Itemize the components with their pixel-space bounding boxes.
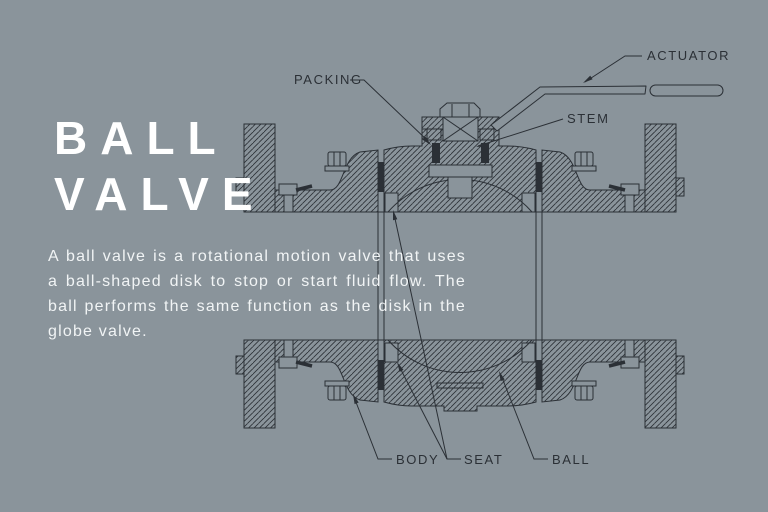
flange-stud-bolts bbox=[278, 183, 640, 369]
gland-lug bbox=[479, 128, 495, 141]
seat-right-bottom bbox=[521, 342, 536, 363]
packing-arrow bbox=[422, 136, 431, 145]
stem-collar bbox=[428, 164, 493, 178]
right-flange-hub-tab bbox=[675, 177, 685, 197]
stem-assembly bbox=[421, 102, 500, 199]
stem-label: STEM bbox=[567, 111, 610, 126]
title-line-1: BALL bbox=[54, 112, 229, 164]
joint-bolt bbox=[324, 380, 350, 401]
body-bottom-half bbox=[383, 339, 537, 412]
seat-arrow-bottom bbox=[397, 362, 404, 372]
joint-bolt bbox=[324, 151, 350, 172]
right-flange-hub-tab bbox=[675, 355, 685, 375]
left-flange-hub-tab bbox=[235, 355, 245, 375]
right-flange bbox=[644, 123, 677, 213]
seat-right-top bbox=[521, 192, 536, 213]
left-flange bbox=[243, 123, 276, 213]
seat-label: SEAT bbox=[464, 452, 503, 467]
pipe-flanges bbox=[235, 123, 685, 429]
actuator-leader-line bbox=[584, 55, 642, 83]
right-flange bbox=[644, 339, 677, 429]
stem-lower-stub bbox=[447, 176, 473, 199]
stem-top-nut bbox=[439, 102, 481, 118]
bolt-shank bbox=[283, 194, 294, 213]
gland-lug bbox=[426, 128, 442, 141]
seat-left-bottom bbox=[384, 342, 399, 363]
title-line-2: VALVE bbox=[54, 168, 266, 220]
ball-leader-line bbox=[500, 374, 548, 460]
seat-leader-line-bottom bbox=[398, 365, 448, 460]
left-flange bbox=[243, 339, 276, 429]
stem-arrow bbox=[476, 141, 487, 147]
actuator-label: ACTUATOR bbox=[647, 48, 730, 63]
body-label: BODY bbox=[396, 452, 439, 467]
seat-arrow-top bbox=[393, 210, 398, 221]
body-joint-bolts bbox=[324, 151, 597, 401]
handle-lever bbox=[490, 84, 724, 132]
valve-end-caps bbox=[274, 149, 646, 403]
packing-seal-left bbox=[432, 143, 440, 163]
body-arrow bbox=[353, 394, 359, 405]
ball-bottom-arc bbox=[387, 339, 533, 374]
ball-label: BALL bbox=[552, 452, 590, 467]
bolt-shank bbox=[624, 339, 635, 358]
body-gaskets bbox=[378, 162, 542, 390]
ball-trunnion bbox=[436, 382, 484, 389]
packing-label: PACKING bbox=[294, 72, 363, 87]
bolt-shank bbox=[624, 194, 635, 213]
description-text: A ball valve is a rotational motion valv… bbox=[48, 248, 466, 340]
weld-marks bbox=[295, 184, 626, 368]
joint-bolt bbox=[571, 151, 597, 172]
valve-seats bbox=[384, 192, 536, 363]
bore-lines bbox=[244, 211, 676, 341]
actuator-arrow bbox=[583, 75, 593, 83]
page-title: BALL VALVE bbox=[54, 110, 266, 222]
packing-leader-line bbox=[350, 79, 429, 142]
stem-leader-line bbox=[477, 118, 564, 147]
ball-arrow bbox=[499, 371, 505, 382]
gland-nut bbox=[442, 116, 479, 142]
callout-labels: PACKING ACTUATOR STEM BODY SEAT BALL bbox=[294, 48, 730, 467]
joint-bolt bbox=[571, 380, 597, 401]
leader-lines bbox=[350, 55, 642, 460]
packing-seal-right bbox=[481, 143, 489, 163]
bolt-head bbox=[278, 356, 298, 369]
body-leader-line bbox=[353, 396, 392, 460]
handle-grip bbox=[649, 84, 724, 97]
bolt-head bbox=[278, 183, 298, 196]
seat-left-top bbox=[384, 192, 399, 213]
